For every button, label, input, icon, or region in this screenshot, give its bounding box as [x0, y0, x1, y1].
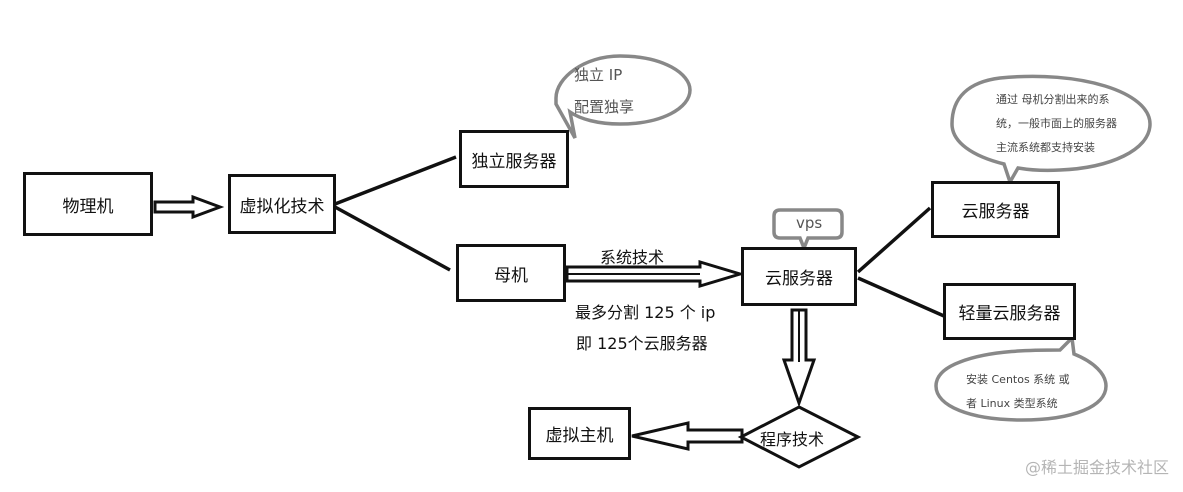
node-cloud-server-right: 云服务器: [931, 181, 1060, 238]
line-virtualization-to-dedicated: [334, 155, 457, 206]
label-split-line1: 最多分割 125 个 ip: [575, 303, 716, 322]
bubble-dedicated-note: [554, 54, 692, 139]
node-physical-label: 物理机: [62, 196, 114, 217]
node-physical-machine: 物理机: [23, 172, 153, 236]
node-virtual-host-label: 虚拟主机: [545, 426, 614, 446]
node-cloud-center-label: 云服务器: [765, 269, 833, 289]
bubble-cloud-note: [950, 74, 1152, 187]
bubble-cloud-line3: 主流系统都支持安装: [996, 141, 1095, 154]
bubble-light-line2: 者 Linux 类型系统: [966, 397, 1058, 410]
bubble-vps-text: vps: [796, 214, 823, 232]
watermark: @稀土掘金技术社区: [1024, 458, 1169, 477]
arrow-physical-to-virtualization: [153, 194, 225, 220]
line-virtualization-to-host: [334, 205, 451, 272]
node-light-cloud-label: 轻量云服务器: [958, 304, 1061, 324]
line-cloud-to-cloud-right: [856, 206, 932, 274]
node-virtualization: 虚拟化技术: [228, 174, 336, 234]
node-dedicated-label: 独立服务器: [471, 151, 557, 172]
arrow-program-to-virtual-host: [631, 421, 744, 451]
bubble-dedicated-line2: 配置独享: [574, 98, 635, 116]
node-cloud-server-center: 云服务器: [741, 247, 857, 306]
node-dedicated-server: 独立服务器: [459, 130, 569, 188]
node-cloud-right-label: 云服务器: [961, 202, 1030, 222]
program-diamond: [737, 405, 862, 469]
node-virtual-host: 虚拟主机: [528, 407, 631, 460]
bubble-cloud-line1: 通过 母机分割出来的系: [996, 93, 1110, 106]
bubble-vps: [772, 208, 844, 253]
bubble-light-line1: 安装 Centos 系统 或: [966, 373, 1070, 386]
bubble-light-note: [934, 334, 1108, 422]
node-program-label: 程序技术: [760, 430, 825, 449]
label-split-line2: 即 125个云服务器: [576, 334, 708, 353]
label-system-tech: 系统技术: [600, 248, 665, 267]
node-virtualization-label: 虚拟化技术: [239, 196, 325, 217]
node-host-machine: 母机: [456, 244, 566, 302]
line-cloud-to-light-cloud: [857, 276, 945, 318]
node-host-label: 母机: [494, 265, 528, 286]
bubble-dedicated-line1: 独立 IP: [574, 66, 623, 84]
node-light-cloud-server: 轻量云服务器: [943, 283, 1076, 340]
bubble-cloud-line2: 统，一般市面上的服务器: [996, 117, 1117, 130]
